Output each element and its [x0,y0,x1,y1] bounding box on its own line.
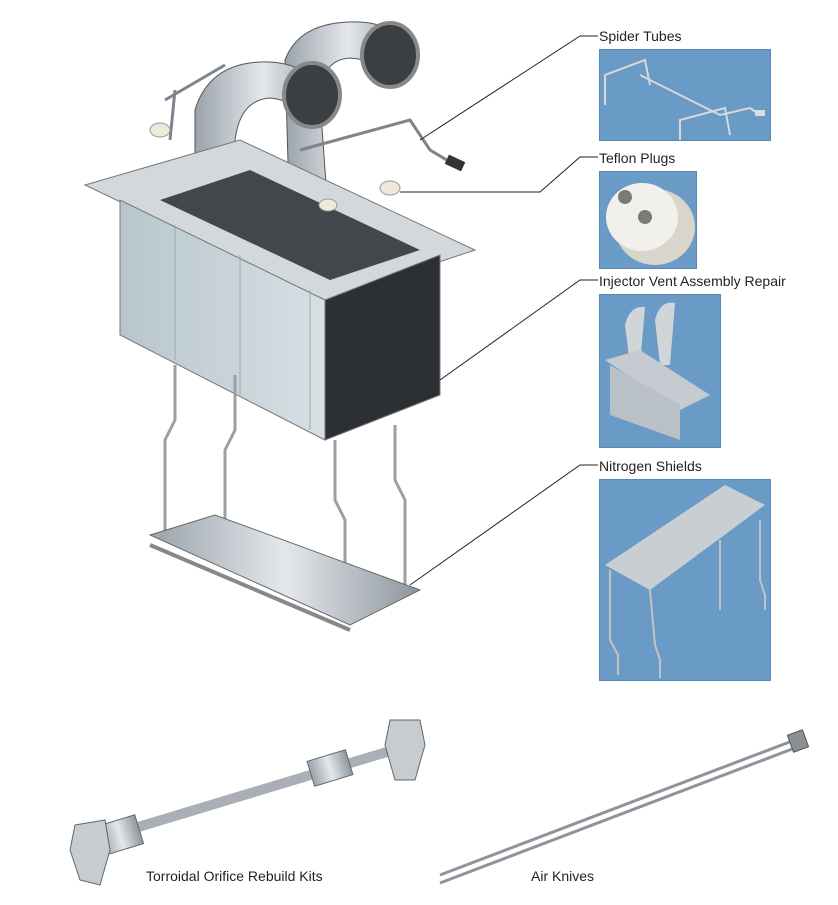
nitrogen-shield [148,514,422,626]
nitrogen-shield-image [605,485,766,678]
nitrogen-shields-panel [599,479,771,681]
teflon-plug-image [606,183,695,265]
torroidal-orifice-label: Torroidal Orifice Rebuild Kits [146,868,323,884]
spider-tubes-image [604,58,765,140]
callout-label-spider-tubes: Spider Tubes [599,28,682,44]
leader-lines [400,35,598,586]
air-knife [439,729,810,885]
injector-vent-image [605,302,710,440]
injector-vent-panel [599,294,721,448]
spider-tubes-panel [599,49,771,141]
air-knives-label: Air Knives [531,868,595,884]
torroidal-orifice-kit [69,719,426,886]
callout-label-nitrogen-shields: Nitrogen Shields [599,458,702,474]
callout-label-teflon-plugs: Teflon Plugs [599,150,676,166]
teflon-plugs-panel [599,171,697,269]
callout-label-injector-vent: Injector Vent Assembly Repair [599,273,786,289]
